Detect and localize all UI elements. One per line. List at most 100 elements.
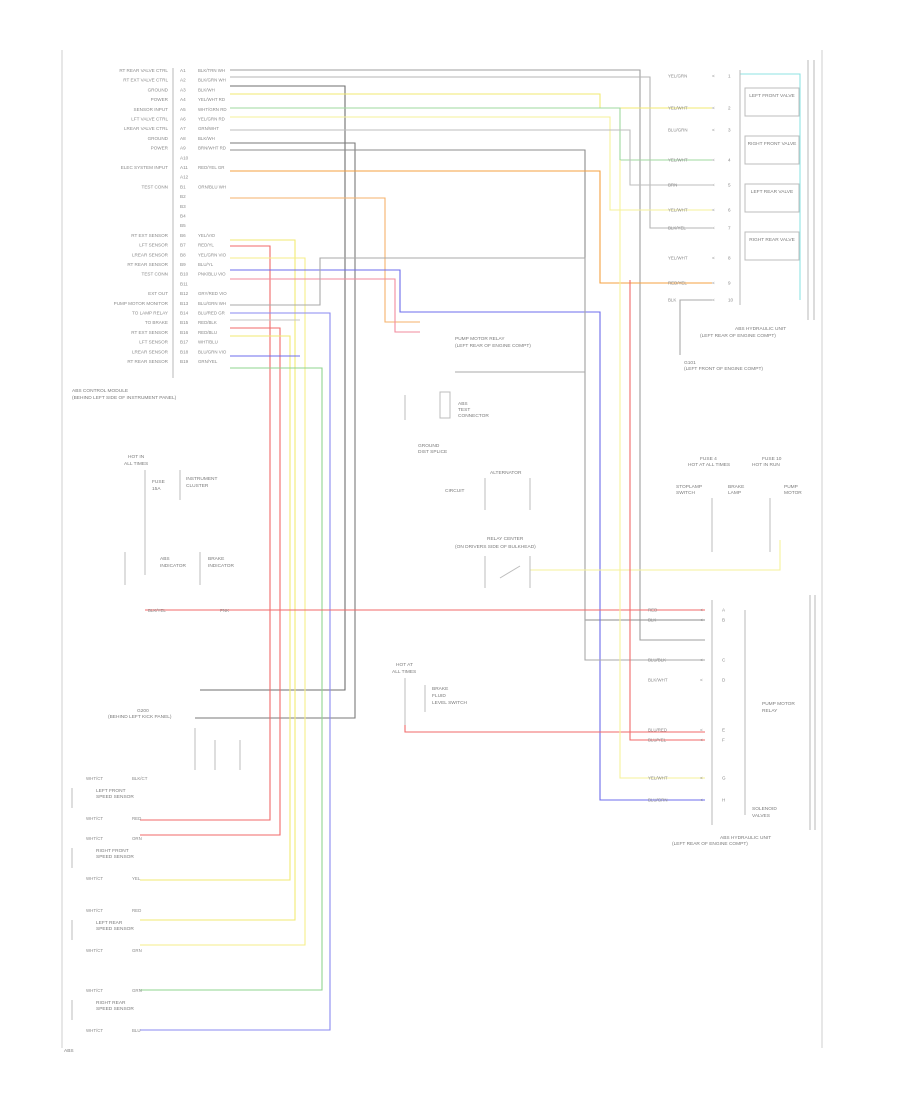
- pump-pin-arrow-3: <: [700, 678, 703, 683]
- sensor-wire-top-2: WHT/CT: [86, 908, 103, 913]
- left-wire-tag-2: PNK: [220, 608, 229, 613]
- left-cluster-1: INSTRUMENT: [186, 476, 218, 482]
- pump-pin-wire-7: BLU/GRN: [648, 798, 668, 803]
- hydraulic-pin-number-8: 9: [728, 281, 731, 286]
- module-pin-number-2: A3: [180, 87, 186, 92]
- relay-center-label-1: RELAY CENTER: [487, 536, 524, 542]
- module-pin-wire-5: YEL/GRN RD: [198, 117, 225, 122]
- hydraulic-pin-arrow-0: <: [712, 74, 715, 79]
- sensor-tag-bottom-2: GRN: [132, 948, 142, 953]
- module-pin-number-13: B2: [180, 194, 186, 199]
- wire-gray-ground: [679, 299, 712, 355]
- module-pin-wire-0: BLK/TRN WH: [198, 68, 225, 73]
- hydraulic-pin-wire-4: BRN: [668, 183, 677, 188]
- wire-yellow-pump: [619, 160, 705, 779]
- brake-lamp-label-1: BRAKE: [728, 484, 744, 490]
- module-pin-label-6: LREAR VALVE CTRL: [124, 126, 168, 131]
- hydraulic-pin-arrow-8: <: [712, 281, 715, 286]
- module-pin-number-26: B15: [180, 320, 189, 325]
- sensor-tag-top-2: RED: [132, 908, 141, 913]
- module-pin-wire-6: GRN/WHT: [198, 126, 219, 131]
- wire-yellow-a6: [230, 116, 712, 211]
- module-pin-label-0: RT REAR VALVE CTRL: [119, 68, 168, 73]
- module-pin-number-22: B11: [180, 281, 188, 286]
- pump-pin-letter-4: E: [722, 728, 725, 733]
- test-conn-label-2: TEST: [458, 407, 470, 413]
- hydraulic-pin-number-3: 4: [728, 158, 731, 163]
- wire-red-b15: [140, 327, 281, 836]
- module-pin-label-4: SENSOR INPUT: [134, 107, 169, 112]
- abs-indicator-2: INDICATOR: [160, 563, 186, 569]
- fuse-label-1: FUSE 4: [700, 456, 717, 462]
- wire-orange-b1: [230, 197, 420, 323]
- module-pin-label-30: RT REAR SENSOR: [127, 359, 168, 364]
- module-pin-label-26: TO BRAKE: [145, 320, 168, 325]
- module-pin-number-16: B5: [180, 223, 186, 228]
- wire-blue-b9: [230, 269, 705, 801]
- module-pin-wire-18: RED/YL: [198, 243, 214, 248]
- alternator-label-1: ALTERNATOR: [490, 470, 522, 476]
- wire-gray-b12: [230, 257, 705, 661]
- pump-pin-wire-3: BLK/WHT: [648, 678, 668, 683]
- module-pin-number-3: A4: [180, 97, 186, 102]
- wire-blue-b13: [140, 312, 331, 1031]
- pump-pin-wire-4: BLU/RED: [648, 728, 667, 733]
- module-pin-label-23: EXT OUT: [148, 291, 168, 296]
- valve-box-2: [744, 183, 800, 213]
- pump-relay-label-2: (LEFT REAR OF ENGINE COMPT): [455, 343, 531, 349]
- hydraulic-pin-arrow-3: <: [712, 158, 715, 163]
- module-pin-label-21: TEST CONN: [142, 272, 168, 277]
- right-bottom-caption-1: ABS HYDRAULIC UNIT: [720, 835, 771, 841]
- module-pin-wire-1: BLK/GRN WH: [198, 78, 226, 83]
- ground-dist-label-2: DIST SPLICE: [418, 449, 447, 455]
- hydraulic-pin-arrow-6: <: [712, 226, 715, 231]
- left-ground-caption-2: (BEHIND LEFT KICK PANEL): [108, 714, 172, 720]
- module-pin-number-0: A1: [180, 68, 186, 73]
- sensor-name-2-3: SPEED SENSOR: [96, 1006, 134, 1012]
- sensor-wire-top-1: WHT/CT: [86, 836, 103, 841]
- right-bottom-components: RED<ABLK<BBLU/BLK<CBLK/WHT<DBLU/RED<EBLU…: [392, 595, 816, 847]
- left-fuse-2: 15A: [152, 486, 161, 492]
- module-pin-wire-20: BLU/YL: [198, 262, 214, 267]
- module-pin-label-17: RT EXT SENSOR: [131, 233, 168, 238]
- pump-pin-arrow-7: <: [700, 798, 703, 803]
- abs-hydraulic-unit: YEL/GRN<1YEL/WHT<2BLU/GRN<3YEL/WHT<4BRN<…: [668, 60, 815, 372]
- module-pin-wire-27: RED/BLU: [198, 330, 217, 335]
- pump-pin-letter-3: D: [722, 678, 726, 683]
- pump-pin-wire-2: BLU/BLK: [648, 658, 666, 663]
- sensor-wire-bottom-3: WHT/CT: [86, 1028, 103, 1033]
- pump-pin-arrow-1: <: [700, 618, 703, 623]
- module-pin-label-5: LFT VALVE CTRL: [131, 117, 168, 122]
- hydraulic-pin-wire-5: YEL/WHT: [668, 208, 688, 213]
- abs-indicator-1: ABS: [160, 556, 170, 562]
- sensor-tag-bottom-3: BLU: [132, 1028, 141, 1033]
- brake-indicator-2: INDICATOR: [208, 563, 234, 569]
- left-hot-tag-2: ALL TIMES: [124, 461, 148, 467]
- valve-box-1: [744, 135, 800, 165]
- test-conn-label-3: CONNECTOR: [458, 413, 489, 419]
- wire-orange-a11: [230, 170, 712, 284]
- pump-pin-letter-2: C: [722, 658, 726, 663]
- module-pin-number-19: B8: [180, 252, 186, 257]
- pump-pin-letter-6: G: [722, 776, 726, 781]
- valve-label-3: RIGHT REAR VALVE: [749, 237, 795, 243]
- module-pin-wire-7: BLK/WH: [198, 136, 215, 141]
- hydraulic-pin-wire-0: YEL/GRN: [668, 74, 687, 79]
- hot-tag-1: HOT AT ALL TIMES: [688, 462, 730, 468]
- wire-red-ground: [404, 725, 705, 733]
- hydraulic-pin-number-4: 5: [728, 183, 731, 188]
- module-pin-number-14: B3: [180, 204, 186, 209]
- left-wire-tag-1: BLK/YEL: [148, 608, 166, 613]
- sensor-wire-bottom-0: WHT/CT: [86, 816, 103, 821]
- hydraulic-pin-number-0: 1: [728, 74, 731, 79]
- pump-internal-1: PUMP MOTOR: [762, 701, 795, 707]
- wire-yellow-a4: [230, 93, 712, 109]
- pump-pin-wire-0: RED: [648, 608, 657, 613]
- valve-box-3: [744, 231, 800, 261]
- module-caption-2: (BEHIND LEFT SIDE OF INSTRUMENT PANEL): [72, 395, 177, 401]
- hydraulic-ground-caption-1: G101: [684, 360, 696, 366]
- sensor-tag-top-0: BLK/CT: [132, 776, 148, 781]
- stoplamp-label-1: STOPLAMP: [676, 484, 702, 490]
- module-pin-wire-2: BLK/WH: [198, 87, 215, 92]
- module-pin-number-20: B9: [180, 262, 186, 267]
